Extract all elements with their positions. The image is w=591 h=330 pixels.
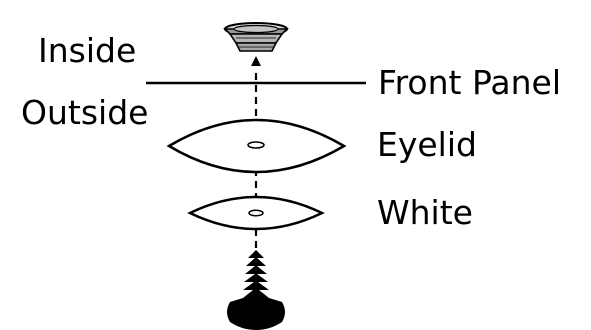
eye-stem-icon xyxy=(227,250,285,330)
white-hole xyxy=(248,209,264,217)
eyelid-hole xyxy=(247,141,265,149)
inside-label: Inside xyxy=(38,31,137,70)
front-panel-label: Front Panel xyxy=(378,63,561,102)
washer-icon xyxy=(223,22,289,52)
eyelid-label: Eyelid xyxy=(377,125,477,164)
white-label: White xyxy=(377,193,473,232)
axis-arrow-head xyxy=(251,56,261,66)
outside-label: Outside xyxy=(21,93,149,132)
